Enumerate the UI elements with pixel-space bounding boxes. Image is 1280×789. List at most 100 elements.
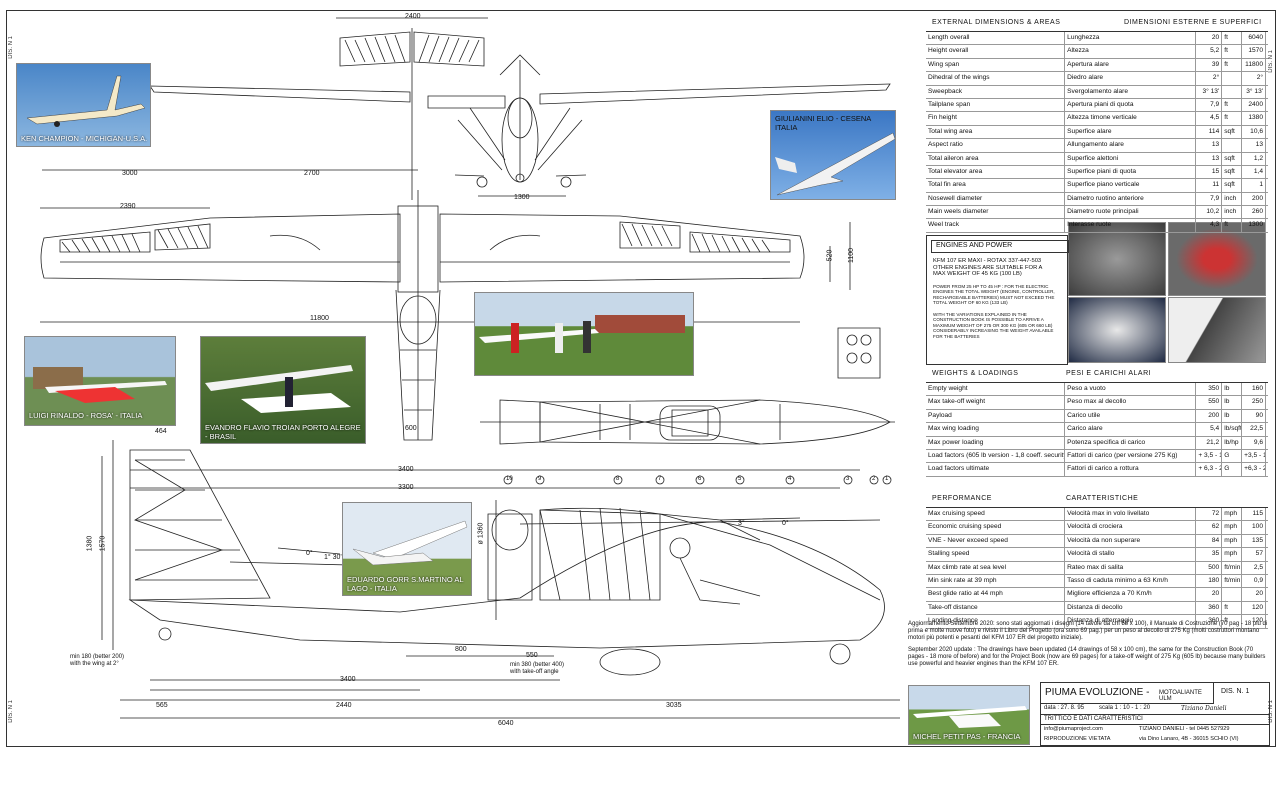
station-marker: 9 xyxy=(538,476,542,482)
param-en: Empty weight xyxy=(926,383,1066,396)
dim-800: 800 xyxy=(455,646,467,653)
value-imperial: 35 xyxy=(1196,548,1223,561)
signature: Tiziano Danieli xyxy=(1181,705,1227,712)
unit-metric: m xyxy=(1266,602,1268,614)
unit-imperial: sqft xyxy=(1222,165,1243,179)
aircraft-image xyxy=(479,315,685,353)
param-en: Tailplane span xyxy=(926,98,1066,112)
value-imperial: 21,2 xyxy=(1196,436,1223,449)
value-imperial: 550 xyxy=(1196,396,1223,409)
reproduction-notice: RIPRODUZIONE VIETATA xyxy=(1044,736,1111,742)
param-it: Fattori di carico (per versione 275 Kg) xyxy=(1065,449,1197,463)
value-metric: 120 xyxy=(1242,615,1266,628)
header-it: DIMENSIONI ESTERNE E SUPERFICI xyxy=(1124,19,1262,26)
value-metric: 160 xyxy=(1242,383,1266,396)
photo-ken-champion: KEN CHAMPION - MICHIGAN-U.S.A. xyxy=(16,63,151,147)
drawing-scale: scala 1 : 10 - 1 : 20 xyxy=(1099,705,1151,711)
unit-imperial: lb/hp xyxy=(1222,436,1243,449)
photo-group xyxy=(474,292,694,376)
value-imperial: 360 xyxy=(1196,615,1223,628)
drawing-date: data : 27. 8. 95 xyxy=(1044,705,1085,711)
param-en: Max power loading xyxy=(926,436,1066,449)
param-it: Peso max al decollo xyxy=(1065,396,1197,409)
value-imperial: 4,3 xyxy=(1196,219,1223,232)
value-imperial: 11 xyxy=(1196,179,1223,192)
unit-imperial: ft xyxy=(1222,45,1243,58)
param-en: Aspect ratio xyxy=(926,139,1066,152)
value-imperial: 500 xyxy=(1196,561,1223,574)
param-en: Landing distance xyxy=(926,615,1066,628)
param-en: VNE - Never exceed speed xyxy=(926,534,1066,548)
header-it: CARATTERISTICHE xyxy=(1066,495,1139,502)
value-metric: +3,5 - 1,4 xyxy=(1242,449,1266,463)
photo-engine-3 xyxy=(1068,297,1166,363)
dim-3000: 3000 xyxy=(122,170,138,177)
param-en: Height overall xyxy=(926,45,1066,58)
unit-imperial: ft/min xyxy=(1222,574,1243,588)
param-en: Total elevator area xyxy=(926,165,1066,179)
unit-imperial: ft xyxy=(1222,98,1243,112)
unit-metric: m² xyxy=(1266,166,1268,178)
unit-metric xyxy=(1266,139,1268,151)
engines-line2: POWER FROM 25 HP TO 45 HP : FOR THE ELEC… xyxy=(933,284,1055,306)
unit-metric: m/s xyxy=(1266,575,1268,587)
engines-line1: KFM 107 ER MAXI - ROTAX 337-447-503 OTHE… xyxy=(933,258,1043,278)
param-en: Payload xyxy=(926,409,1066,423)
param-it: Peso a vuoto xyxy=(1065,383,1197,396)
dim-600: 600 xyxy=(405,425,417,432)
dim-3400-top: 3400 xyxy=(398,466,414,473)
aircraft-image xyxy=(26,75,146,127)
dim-3300: 3300 xyxy=(398,484,414,491)
station-marker: 7 xyxy=(658,476,662,482)
trittico-label: TRITTICO E DATI CARATTERISTICI xyxy=(1044,716,1143,722)
dim-tailplane-span: 2400 xyxy=(405,13,421,20)
dim-3400-bottom: 3400 xyxy=(340,676,356,683)
unit-metric: m² xyxy=(1266,179,1268,191)
email-link[interactable]: info@piumaproject.com xyxy=(1044,726,1103,732)
external-dimensions-table: EXTERNAL DIMENSIONS & AREAS DIMENSIONI E… xyxy=(926,13,1268,233)
value-metric: 1300 xyxy=(1242,219,1266,232)
photo-giulianini: GIULIANINI ELIO - CESENA ITALIA xyxy=(770,110,896,200)
value-metric: 22,5 xyxy=(1242,423,1266,436)
station-marker: 10 xyxy=(506,476,513,482)
value-imperial: 5,4 xyxy=(1196,423,1223,436)
dim-520: 520 xyxy=(826,249,834,262)
photo-michel-petit-pas: MICHEL PETIT PAS - FRANCIA xyxy=(908,685,1030,745)
param-it: Svergolamento alare xyxy=(1065,85,1197,98)
dim-wheel-track: 1300 xyxy=(514,194,530,201)
param-it: Velocità max in volo livellato xyxy=(1065,508,1197,521)
unit-metric: Kg xyxy=(1266,383,1268,395)
front-view xyxy=(149,17,891,200)
value-imperial: 84 xyxy=(1196,534,1223,548)
param-it: Apertura piani di quota xyxy=(1065,98,1197,112)
value-imperial: 20 xyxy=(1196,588,1223,601)
unit-metric: Km/h xyxy=(1266,508,1268,520)
param-en: Stalling speed xyxy=(926,548,1066,561)
param-en: Nosewell diameter xyxy=(926,192,1066,206)
unit-metric: m/s xyxy=(1266,562,1268,574)
unit-metric: mm xyxy=(1266,206,1268,218)
param-it: Velocità di stallo xyxy=(1065,548,1197,561)
unit-metric xyxy=(1266,72,1268,84)
param-en: Length overall xyxy=(926,32,1066,45)
unit-imperial: lb xyxy=(1222,383,1243,396)
unit-metric: m² xyxy=(1266,126,1268,138)
value-metric: 11800 xyxy=(1242,58,1266,72)
unit-metric: Km/h xyxy=(1266,535,1268,547)
table-row: Length overallLunghezza20ft6040mm xyxy=(926,32,1268,46)
param-it: Superfice piano verticale xyxy=(1065,179,1197,192)
unit-metric: mm xyxy=(1266,112,1268,124)
unit-metric xyxy=(1266,588,1268,600)
param-en: Min sink rate at 39 mph xyxy=(926,574,1066,588)
